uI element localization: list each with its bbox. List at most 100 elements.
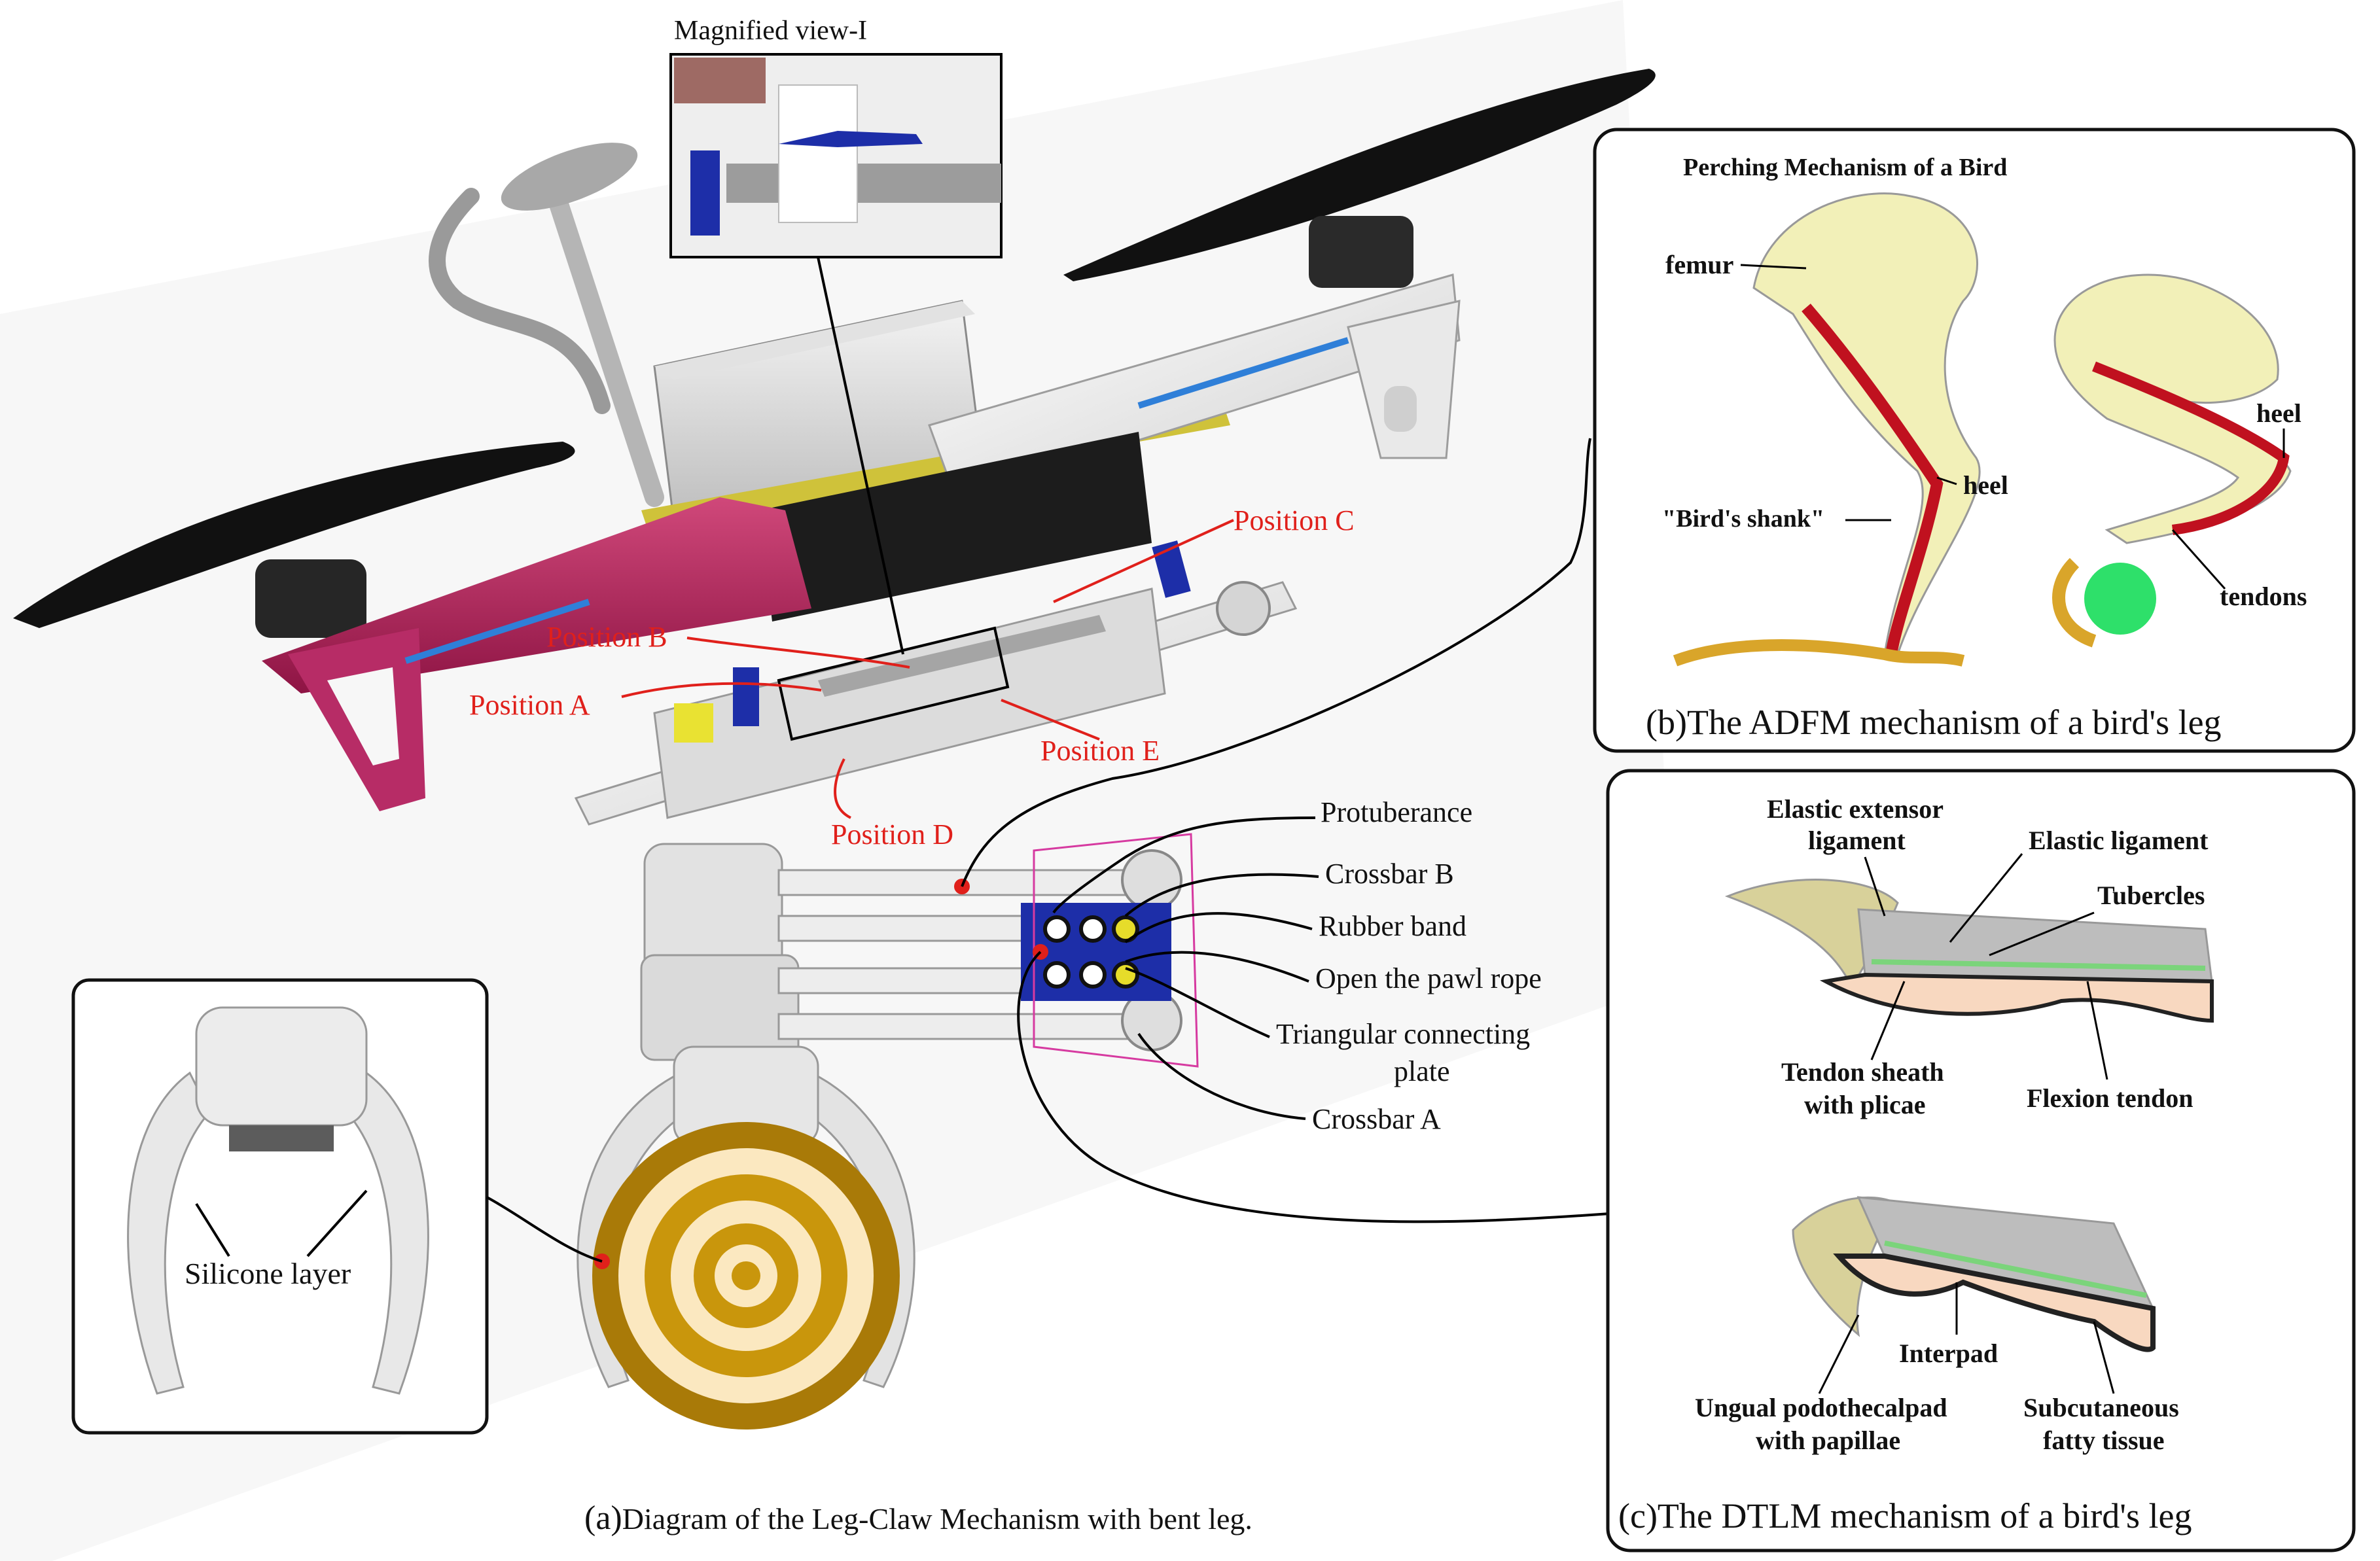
- crossbar-b-label: Crossbar B: [1325, 858, 1454, 890]
- mag-blue-pawl: [779, 131, 923, 147]
- mag-blue-bracket: [690, 150, 720, 236]
- triangular-plate-line: [1125, 967, 1270, 1038]
- sheath-label-1: Tendon sheath: [1781, 1057, 1944, 1087]
- heel-left-line: [1936, 476, 1957, 485]
- antenna-mast: [546, 186, 664, 507]
- femur-line: [1740, 264, 1807, 270]
- plate-hole-2: [1079, 915, 1107, 943]
- extensor-line: [1864, 856, 1886, 917]
- extensor-label-1: Elastic extensor: [1767, 794, 1944, 824]
- plate-hole-3: [1043, 961, 1071, 989]
- silicone-layer-label: Silicone layer: [185, 1257, 351, 1290]
- shank-label: "Bird's shank": [1662, 505, 1824, 533]
- toe-top-pad: [1819, 972, 2214, 1023]
- connector-to-panel-c: [1017, 951, 1610, 1223]
- flexion-line: [2086, 981, 2108, 1080]
- triangular-plate-label-2: plate: [1394, 1055, 1450, 1087]
- target-ring-7: [732, 1261, 760, 1290]
- part-annotations: Protuberance Crossbar B Rubber band Open…: [961, 438, 1610, 1223]
- position-annotations: Position C Position B Position A Positio…: [469, 504, 1355, 851]
- position-c-label: Position C: [1234, 504, 1355, 536]
- pawl-rope-line: [1125, 951, 1309, 983]
- pawl-rope-label: Open the pawl rope: [1315, 962, 1542, 994]
- mag-spring: [726, 164, 1001, 203]
- leg-mechanism: [577, 833, 1199, 1429]
- panel-c-caption: (c)The DTLM mechanism of a bird's leg: [1618, 1496, 2192, 1535]
- sheath-line: [1870, 981, 1906, 1061]
- rubber-band-line: [1124, 912, 1313, 943]
- mag-brown-block: [674, 58, 766, 103]
- interpad-label: Interpad: [1899, 1339, 1998, 1368]
- electronics-stack: [759, 432, 1152, 622]
- crossbar-b-line: [1124, 873, 1319, 917]
- panel-b: Perching Mechanism of a Bird femur heel …: [1593, 128, 2356, 753]
- protuberance-label: Protuberance: [1321, 796, 1472, 828]
- bird-leg-right: [2053, 273, 2292, 544]
- ungual-label-1: Ungual podothecalpad: [1695, 1393, 1947, 1422]
- connector-to-panel-b: [961, 438, 1591, 887]
- ungual-line: [1818, 1314, 1860, 1394]
- femur-label: femur: [1665, 250, 1733, 279]
- position-e-line: [1001, 699, 1100, 741]
- position-b-line: [686, 637, 910, 669]
- sheath-label-2: with plicae: [1804, 1090, 1926, 1119]
- position-b-label: Position B: [546, 621, 667, 653]
- position-d-line: [834, 758, 851, 819]
- panel-c-frame: [1606, 769, 2356, 1552]
- tendons-line: [2171, 529, 2226, 589]
- elastic-ligament-line: [1949, 853, 2023, 943]
- wheel-c: [1216, 581, 1271, 636]
- blue-bracket-c: [1152, 540, 1191, 598]
- inset-claw-right: [346, 1071, 429, 1395]
- tubercles-line: [1989, 911, 2095, 956]
- position-c-line: [1053, 519, 1234, 603]
- right-propeller: [1063, 69, 1656, 281]
- toe-bottom-pad: [1833, 1254, 2156, 1352]
- position-a-line: [621, 682, 822, 698]
- crossbar-a-label: Crossbar A: [1312, 1103, 1441, 1135]
- extensor-label-2: ligament: [1808, 826, 1906, 855]
- inset-serrations: [229, 1125, 334, 1151]
- blue-bracket-a: [733, 667, 759, 726]
- left-arm-cable: [404, 599, 590, 664]
- pink-frame-leg-cutout: [327, 667, 399, 765]
- knee-block: [640, 954, 800, 1061]
- inset-claw-left: [127, 1071, 211, 1395]
- panel-c: Elastic extensor ligament Elastic ligame…: [1606, 769, 2356, 1552]
- right-leg-slot: [1384, 386, 1417, 432]
- left-propeller: [13, 442, 575, 628]
- crossbar-a-line: [1137, 1032, 1306, 1120]
- ungual-label-2: with papillae: [1756, 1426, 1900, 1455]
- mag-white-block: [778, 84, 858, 223]
- drone-render: [13, 69, 1656, 826]
- battery-top: [654, 301, 975, 379]
- rod-4: [777, 1013, 1146, 1040]
- plate-hole-1: [1043, 915, 1071, 943]
- antenna-head: [501, 143, 638, 211]
- right-arm-cable: [1137, 337, 1349, 409]
- magenta-frame: [1033, 833, 1199, 1068]
- plate-hole-4: [1079, 961, 1107, 989]
- fatty-label-2: fatty tissue: [2043, 1426, 2165, 1455]
- panel-b-title: Perching Mechanism of a Bird: [1683, 154, 2007, 181]
- rubber-band-label: Rubber band: [1319, 910, 1466, 942]
- perch-ball: [2084, 563, 2156, 635]
- panel-b-caption: (b)The ADFM mechanism of a bird's leg: [1646, 703, 2222, 742]
- triangular-plate-label-1: Triangular connecting: [1276, 1018, 1530, 1050]
- flexion-label: Flexion tendon: [2027, 1083, 2193, 1113]
- fatty-line: [2093, 1321, 2115, 1394]
- magnified-title: Magnified view-I: [674, 16, 867, 46]
- yellow-block: [674, 703, 713, 743]
- position-e-label: Position E: [1040, 735, 1160, 767]
- position-d-label: Position D: [831, 818, 953, 851]
- plate-hole-6: [1112, 961, 1139, 989]
- right-leg: [1347, 300, 1461, 459]
- inset-palm: [195, 1006, 368, 1127]
- heel-left-label: heel: [1963, 470, 2008, 500]
- tendon-left: [1802, 304, 1944, 656]
- caption-a: (a)Diagram of the Leg-Claw Mechanism wit…: [584, 1500, 1252, 1537]
- spring-rod: [818, 615, 1106, 697]
- toe-top-green: [1871, 959, 2206, 971]
- silicone-connector: [486, 1196, 603, 1263]
- tendons-label: tendons: [2220, 582, 2307, 611]
